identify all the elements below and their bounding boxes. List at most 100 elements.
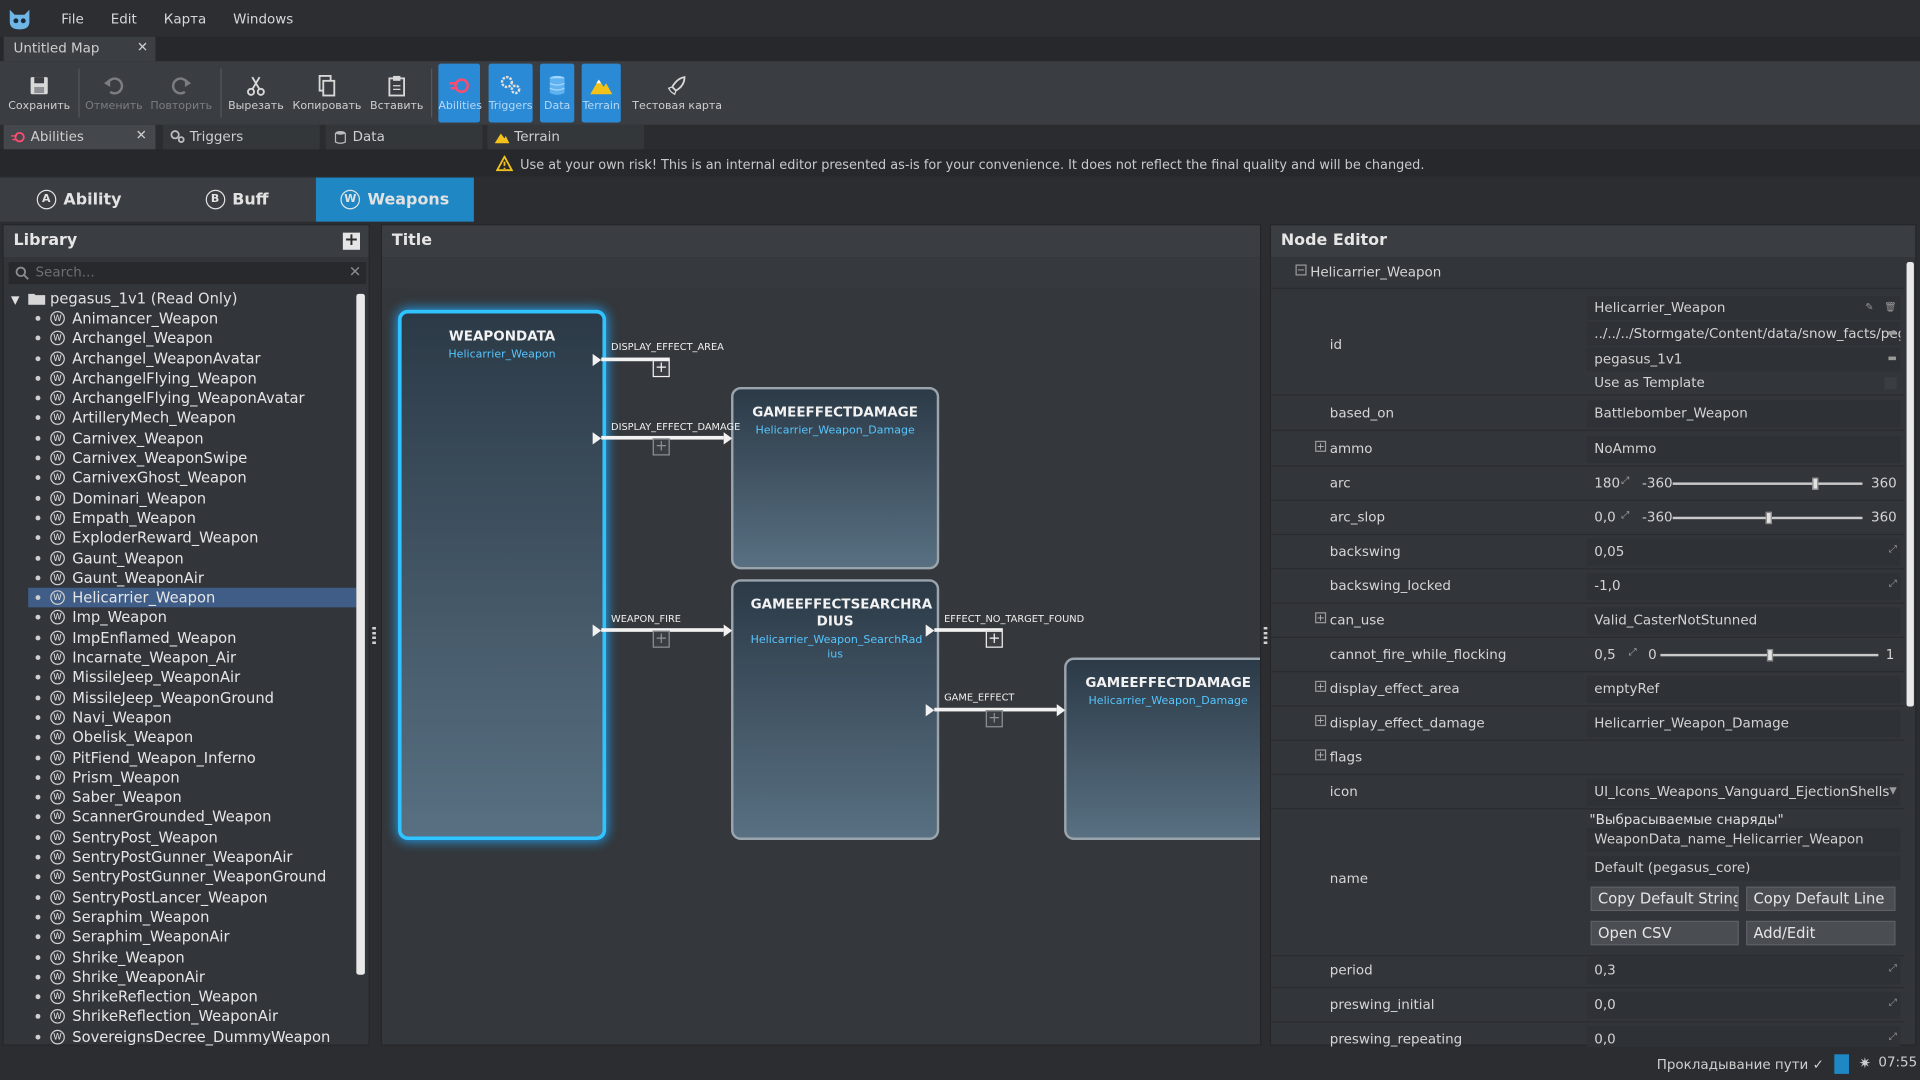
list-item[interactable]: WNavi_Weapon — [4, 708, 357, 728]
splitter-handle[interactable] — [372, 627, 376, 644]
node-gameeffectsearchradius[interactable]: GAMEEFFECTSEARCHRA DIUS Helicarrier_Weap… — [731, 579, 939, 840]
id-pack-value[interactable]: pegasus_1v1▬ — [1587, 348, 1900, 371]
tab-buff[interactable]: BBuff — [158, 178, 316, 222]
pin-arrow[interactable] — [593, 354, 602, 366]
list-item[interactable]: WArchangelFlying_Weapon — [4, 368, 357, 388]
list-item[interactable]: WMissileJeep_WeaponGround — [4, 688, 357, 708]
add-connection-button[interactable]: + — [653, 438, 670, 455]
pin-arrow[interactable] — [724, 432, 733, 444]
open-csv-button[interactable]: Open CSV — [1591, 921, 1739, 945]
pin-arrow[interactable] — [926, 704, 935, 716]
add-connection-button[interactable]: + — [653, 631, 670, 648]
slider-track[interactable] — [1673, 482, 1863, 484]
terrain-button[interactable]: Terrain — [582, 64, 621, 123]
name-source[interactable]: Default (pegasus_core) — [1587, 856, 1900, 880]
checkbox[interactable] — [1885, 377, 1897, 389]
list-item[interactable]: WShrikeReflection_WeaponAir — [4, 1007, 357, 1027]
ammo-value[interactable]: NoAmmo — [1587, 436, 1900, 463]
expand-icon[interactable]: + — [1315, 441, 1326, 452]
clear-search-icon[interactable]: ✕ — [349, 263, 361, 280]
node-weapondata[interactable]: WEAPONDATA Helicarrier_Weapon — [398, 310, 606, 840]
edit-icon[interactable]: ✎ — [1865, 301, 1873, 312]
collapse-icon[interactable]: − — [1296, 264, 1307, 275]
slider-knob[interactable] — [1813, 478, 1819, 490]
list-item[interactable]: WMissileJeep_WeaponAir — [4, 668, 357, 688]
display-effect-area-value[interactable]: emptyRef — [1587, 676, 1900, 703]
name-string-id[interactable]: WeaponData_name_Helicarrier_Weapon — [1587, 828, 1900, 852]
list-item[interactable]: WIncarnate_Weapon_Air — [4, 648, 357, 668]
based-on-value[interactable]: Battlebomber_Weapon — [1587, 400, 1900, 427]
chevron-down-icon[interactable]: ▼ — [1889, 785, 1897, 796]
use-template-toggle[interactable]: Use as Template — [1587, 372, 1900, 394]
folder-icon[interactable]: ▬ — [1887, 327, 1896, 338]
list-item[interactable]: WArchangel_WeaponAvatar — [4, 348, 357, 368]
add-edit-button[interactable]: Add/Edit — [1746, 921, 1895, 945]
cannot-fire-slider[interactable]: 0,5 ⤢ 0 1 — [1587, 642, 1900, 669]
pin-arrow[interactable] — [926, 624, 935, 636]
expand-icon[interactable]: + — [1315, 715, 1326, 726]
tab-terrain[interactable]: Terrain — [487, 125, 644, 149]
list-item[interactable]: WImp_Weapon — [4, 608, 357, 628]
splitter-handle[interactable] — [1264, 627, 1268, 644]
list-item[interactable]: WArtilleryMech_Weapon — [4, 408, 357, 428]
copy-button[interactable]: Копировать — [291, 64, 362, 123]
list-item[interactable]: WCarnivex_WeaponSwipe — [4, 448, 357, 468]
expand-icon[interactable]: ⤢ — [1889, 997, 1897, 1009]
expand-icon[interactable]: + — [1315, 612, 1326, 623]
expand-icon[interactable]: + — [1315, 749, 1326, 760]
list-item[interactable]: WPrism_Weapon — [4, 768, 357, 788]
list-item[interactable]: WShrike_WeaponAir — [4, 967, 357, 987]
preswing-initial-value[interactable]: 0,0⤢ — [1587, 992, 1900, 1019]
id-name-value[interactable]: Helicarrier_Weapon✎🗑 — [1587, 296, 1900, 319]
list-item[interactable]: WHelicarrier_Weapon — [28, 588, 356, 608]
list-item[interactable]: WExploderReward_Weapon — [4, 528, 357, 548]
trash-icon[interactable]: 🗑 — [1884, 301, 1896, 312]
node-editor-scrollbar[interactable] — [1907, 262, 1914, 706]
cut-button[interactable]: Вырезать — [225, 64, 286, 123]
add-button[interactable]: + — [343, 233, 360, 250]
list-item[interactable]: WImpEnflamed_Weapon — [4, 628, 357, 648]
backswing-value[interactable]: 0,05⤢ — [1587, 539, 1900, 566]
triggers-button[interactable]: Triggers — [489, 64, 533, 123]
list-item[interactable]: WSaber_Weapon — [4, 788, 357, 808]
list-item[interactable]: WGaunt_WeaponAir — [4, 568, 357, 588]
folder-icon[interactable]: ▬ — [1887, 353, 1896, 364]
list-item[interactable]: WSeraphim_Weapon — [4, 907, 357, 927]
display-effect-damage-value[interactable]: Helicarrier_Weapon_Damage — [1587, 710, 1900, 737]
expand-icon[interactable]: ⤢ — [1621, 475, 1629, 487]
pin-arrow[interactable] — [724, 624, 733, 636]
copy-default-line-button[interactable]: Copy Default Line — [1746, 887, 1895, 911]
add-connection-button[interactable]: + — [986, 710, 1003, 727]
list-item[interactable]: WSentryPostGunner_WeaponGround — [4, 867, 357, 887]
library-scrollbar[interactable] — [356, 294, 365, 975]
close-icon[interactable]: ✕ — [136, 127, 147, 143]
icon-select[interactable]: UI_Icons_Weapons_Vanguard_EjectionShells… — [1587, 779, 1900, 806]
list-item[interactable]: WCarnivexGhost_Weapon — [4, 468, 357, 488]
can-use-value[interactable]: Valid_CasterNotStunned — [1587, 607, 1900, 634]
expand-icon[interactable]: ⤢ — [1889, 544, 1897, 556]
pin-arrow[interactable] — [593, 432, 602, 444]
tree-root[interactable]: ▼ pegasus_1v1 (Read Only) — [4, 289, 357, 309]
pause-icon[interactable] — [1834, 1054, 1849, 1074]
list-item[interactable]: WArchangelFlying_WeaponAvatar — [4, 388, 357, 408]
list-item[interactable]: WSentryPostGunner_WeaponAir — [4, 847, 357, 867]
node-gameeffectdamage[interactable]: GAMEEFFECTDAMAGE Helicarrier_Weapon_Dama… — [731, 387, 939, 569]
pin-arrow[interactable] — [593, 624, 602, 636]
copy-default-string-id-button[interactable]: Copy Default String ID — [1591, 887, 1739, 911]
expand-icon[interactable]: ⤢ — [1889, 962, 1897, 974]
list-item[interactable]: WSovereignsDecree_DummyWeapon — [4, 1027, 357, 1046]
abilities-button[interactable]: Abilities — [438, 64, 480, 123]
expand-icon[interactable]: ⤢ — [1889, 1031, 1897, 1043]
list-item[interactable]: WShrike_Weapon — [4, 947, 357, 967]
pin-arrow[interactable] — [1057, 704, 1066, 716]
test-map-button[interactable]: Тестовая карта — [632, 64, 723, 123]
list-item[interactable]: WGaunt_Weapon — [4, 548, 357, 568]
preswing-repeating-value[interactable]: 0,0⤢ — [1587, 1026, 1900, 1047]
close-icon[interactable]: ✕ — [137, 39, 148, 55]
add-connection-button[interactable]: + — [653, 360, 670, 377]
list-item[interactable]: WScannerGrounded_Weapon — [4, 807, 357, 827]
list-item[interactable]: WArchangel_Weapon — [4, 329, 357, 349]
undo-button[interactable]: Отменить — [83, 64, 144, 123]
doc-tab-untitled-map[interactable]: Untitled Map ✕ — [4, 37, 156, 61]
list-item[interactable]: WObelisk_Weapon — [4, 728, 357, 748]
